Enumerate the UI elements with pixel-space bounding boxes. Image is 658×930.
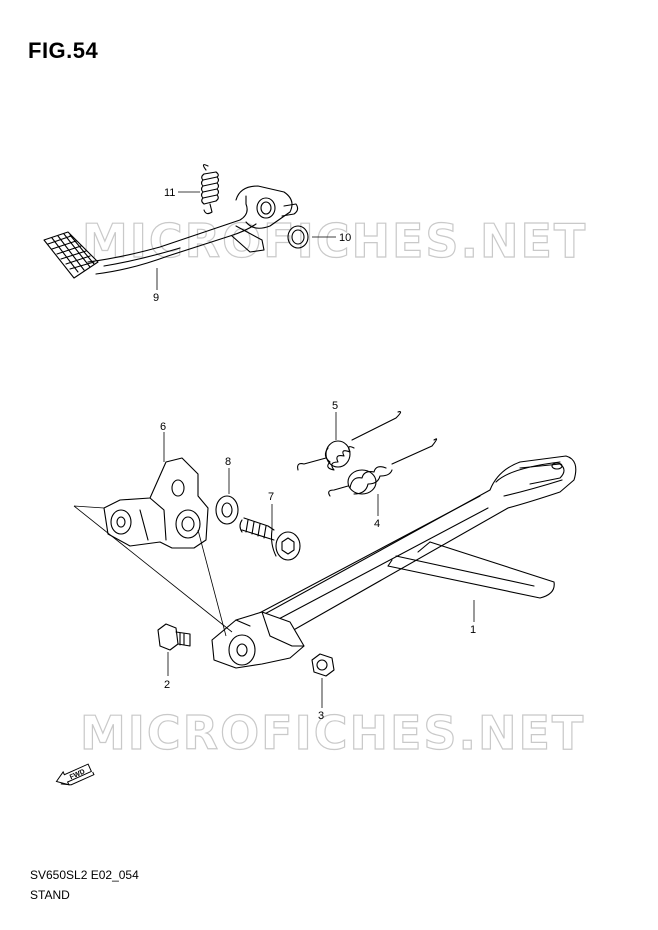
stand-pivot-block-part (211, 611, 305, 669)
figure-title: FIG.54 (28, 38, 99, 63)
callout-10: 10 (339, 232, 351, 244)
callout-2: 2 (164, 679, 170, 691)
diagram-code: SV650SL2 E02_054 (30, 868, 139, 882)
side-stand-part (231, 455, 577, 641)
fwd-arrow-icon: FWD (55, 763, 95, 786)
spring-4-part (328, 438, 438, 497)
callout-4: 4 (374, 518, 380, 530)
callout-9: 9 (153, 292, 159, 304)
diagram-name: STAND (30, 888, 70, 902)
callout-8: 8 (225, 456, 231, 468)
spring-5-part (297, 411, 402, 471)
spring-11-part (200, 164, 220, 215)
bolt-2-part (157, 623, 191, 651)
callout-7: 7 (268, 491, 274, 503)
watermark-top: MICROFICHES.NET (81, 213, 588, 268)
nut-3-part (311, 653, 335, 677)
callout-6: 6 (160, 421, 166, 433)
bolt-7-part (239, 517, 301, 561)
leader-lines (73, 191, 475, 708)
watermark-bottom: MICROFICHES.NET (79, 705, 586, 760)
callouts: 11 10 9 5 6 8 7 4 1 2 3 (153, 187, 476, 722)
pedal-arm-part (43, 185, 299, 279)
callout-11: 11 (164, 187, 175, 199)
callout-3: 3 (318, 710, 324, 722)
callout-5: 5 (332, 400, 338, 412)
callout-1: 1 (470, 624, 476, 636)
washer-10-part (287, 225, 309, 249)
stand-bracket-part (103, 457, 209, 549)
washer-8-part (215, 495, 239, 525)
